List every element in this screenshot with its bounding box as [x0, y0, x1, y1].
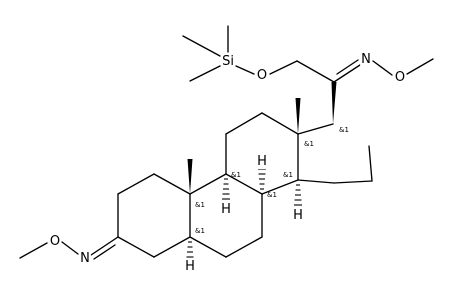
- bond-lines: [19, 25, 434, 260]
- stereo-labels: &1 &1 &1 &1 &1 &1 &1: [195, 126, 349, 235]
- bond-c14-c15: [297, 179, 335, 184]
- label-halo: [292, 208, 304, 223]
- bond-c17-c13: [297, 123, 334, 135]
- label-halo: [48, 234, 62, 249]
- bond-si-me-bottom: [189, 65, 221, 82]
- atom-label-h-c14: H: [293, 208, 303, 223]
- bond-c8-c14: [261, 179, 299, 195]
- hash-c5-h: [186, 241, 194, 258]
- stereo-label-c17: &1: [339, 126, 349, 134]
- bond-c9-c10: [189, 173, 227, 195]
- bond-o-ch2: [269, 60, 298, 75]
- bond-c20-n-top: [333, 64, 361, 83]
- bond-c20-n-top-2: [336, 59, 359, 75]
- bond-c3-n-bottom: [90, 236, 119, 256]
- bond-c16-c17: [368, 145, 373, 182]
- atom-label-h-c5: H: [185, 259, 195, 274]
- hash-c9-h: [222, 178, 230, 200]
- bond-c15-c16: [333, 180, 373, 184]
- bond-o-me-bottom: [19, 242, 48, 259]
- atom-label-h-c8: H: [257, 154, 267, 169]
- bond-o-me-top: [406, 58, 434, 75]
- label-halo: [221, 54, 235, 69]
- atom-label-si: Si: [222, 54, 234, 69]
- bond-c10-c1: [153, 173, 191, 195]
- stereo-label-c8: &1: [267, 191, 277, 199]
- wedge-c13-methyl: [295, 98, 301, 134]
- atom-label-o-bottom: O: [50, 234, 60, 249]
- bond-si-me-left: [182, 35, 221, 57]
- hash-c8-h: [258, 168, 266, 190]
- label-halo: [360, 52, 372, 67]
- bond-c6-c7: [225, 236, 263, 258]
- atom-label-h-c9: H: [221, 202, 231, 217]
- wedge-c17-c20: [331, 82, 337, 124]
- wedge-c10-methyl: [187, 159, 193, 194]
- atom-label-o-silyl: O: [257, 68, 267, 83]
- atom-label-o-top: O: [395, 70, 405, 85]
- bond-c1-c2: [117, 173, 155, 195]
- label-halo: [220, 202, 232, 217]
- bond-c9-c8: [225, 173, 263, 195]
- bond-c3-c4: [117, 236, 155, 258]
- atom-label-n-top: N: [361, 52, 371, 67]
- atom-label-n-bottom: N: [80, 251, 90, 266]
- stereo-label-c13: &1: [304, 140, 314, 148]
- bond-c13-c12: [261, 112, 299, 135]
- stereo-label-c14: &1: [283, 171, 293, 179]
- bond-c3-n-bottom-2: [93, 244, 116, 260]
- label-halo: [184, 259, 196, 274]
- bond-c4-c5: [153, 236, 191, 258]
- bond-c5-c6: [189, 236, 227, 258]
- bond-si-o: [235, 65, 255, 75]
- stereo-label-c5: &1: [195, 227, 205, 235]
- bond-c12-c11: [225, 112, 263, 135]
- bond-ch2-c20: [296, 60, 335, 83]
- label-halo: [256, 154, 268, 169]
- label-halo: [79, 251, 91, 266]
- bond-n-o-top: [372, 60, 393, 76]
- atom-labels: Si O N O N O H H H H: [48, 52, 407, 274]
- label-halo: [393, 70, 407, 85]
- label-halo: [255, 68, 269, 83]
- stereo-label-c10: &1: [195, 201, 205, 209]
- stereo-label-c9: &1: [231, 171, 241, 179]
- bond-n-o-bottom: [61, 241, 79, 255]
- hash-c14-h: [294, 184, 302, 206]
